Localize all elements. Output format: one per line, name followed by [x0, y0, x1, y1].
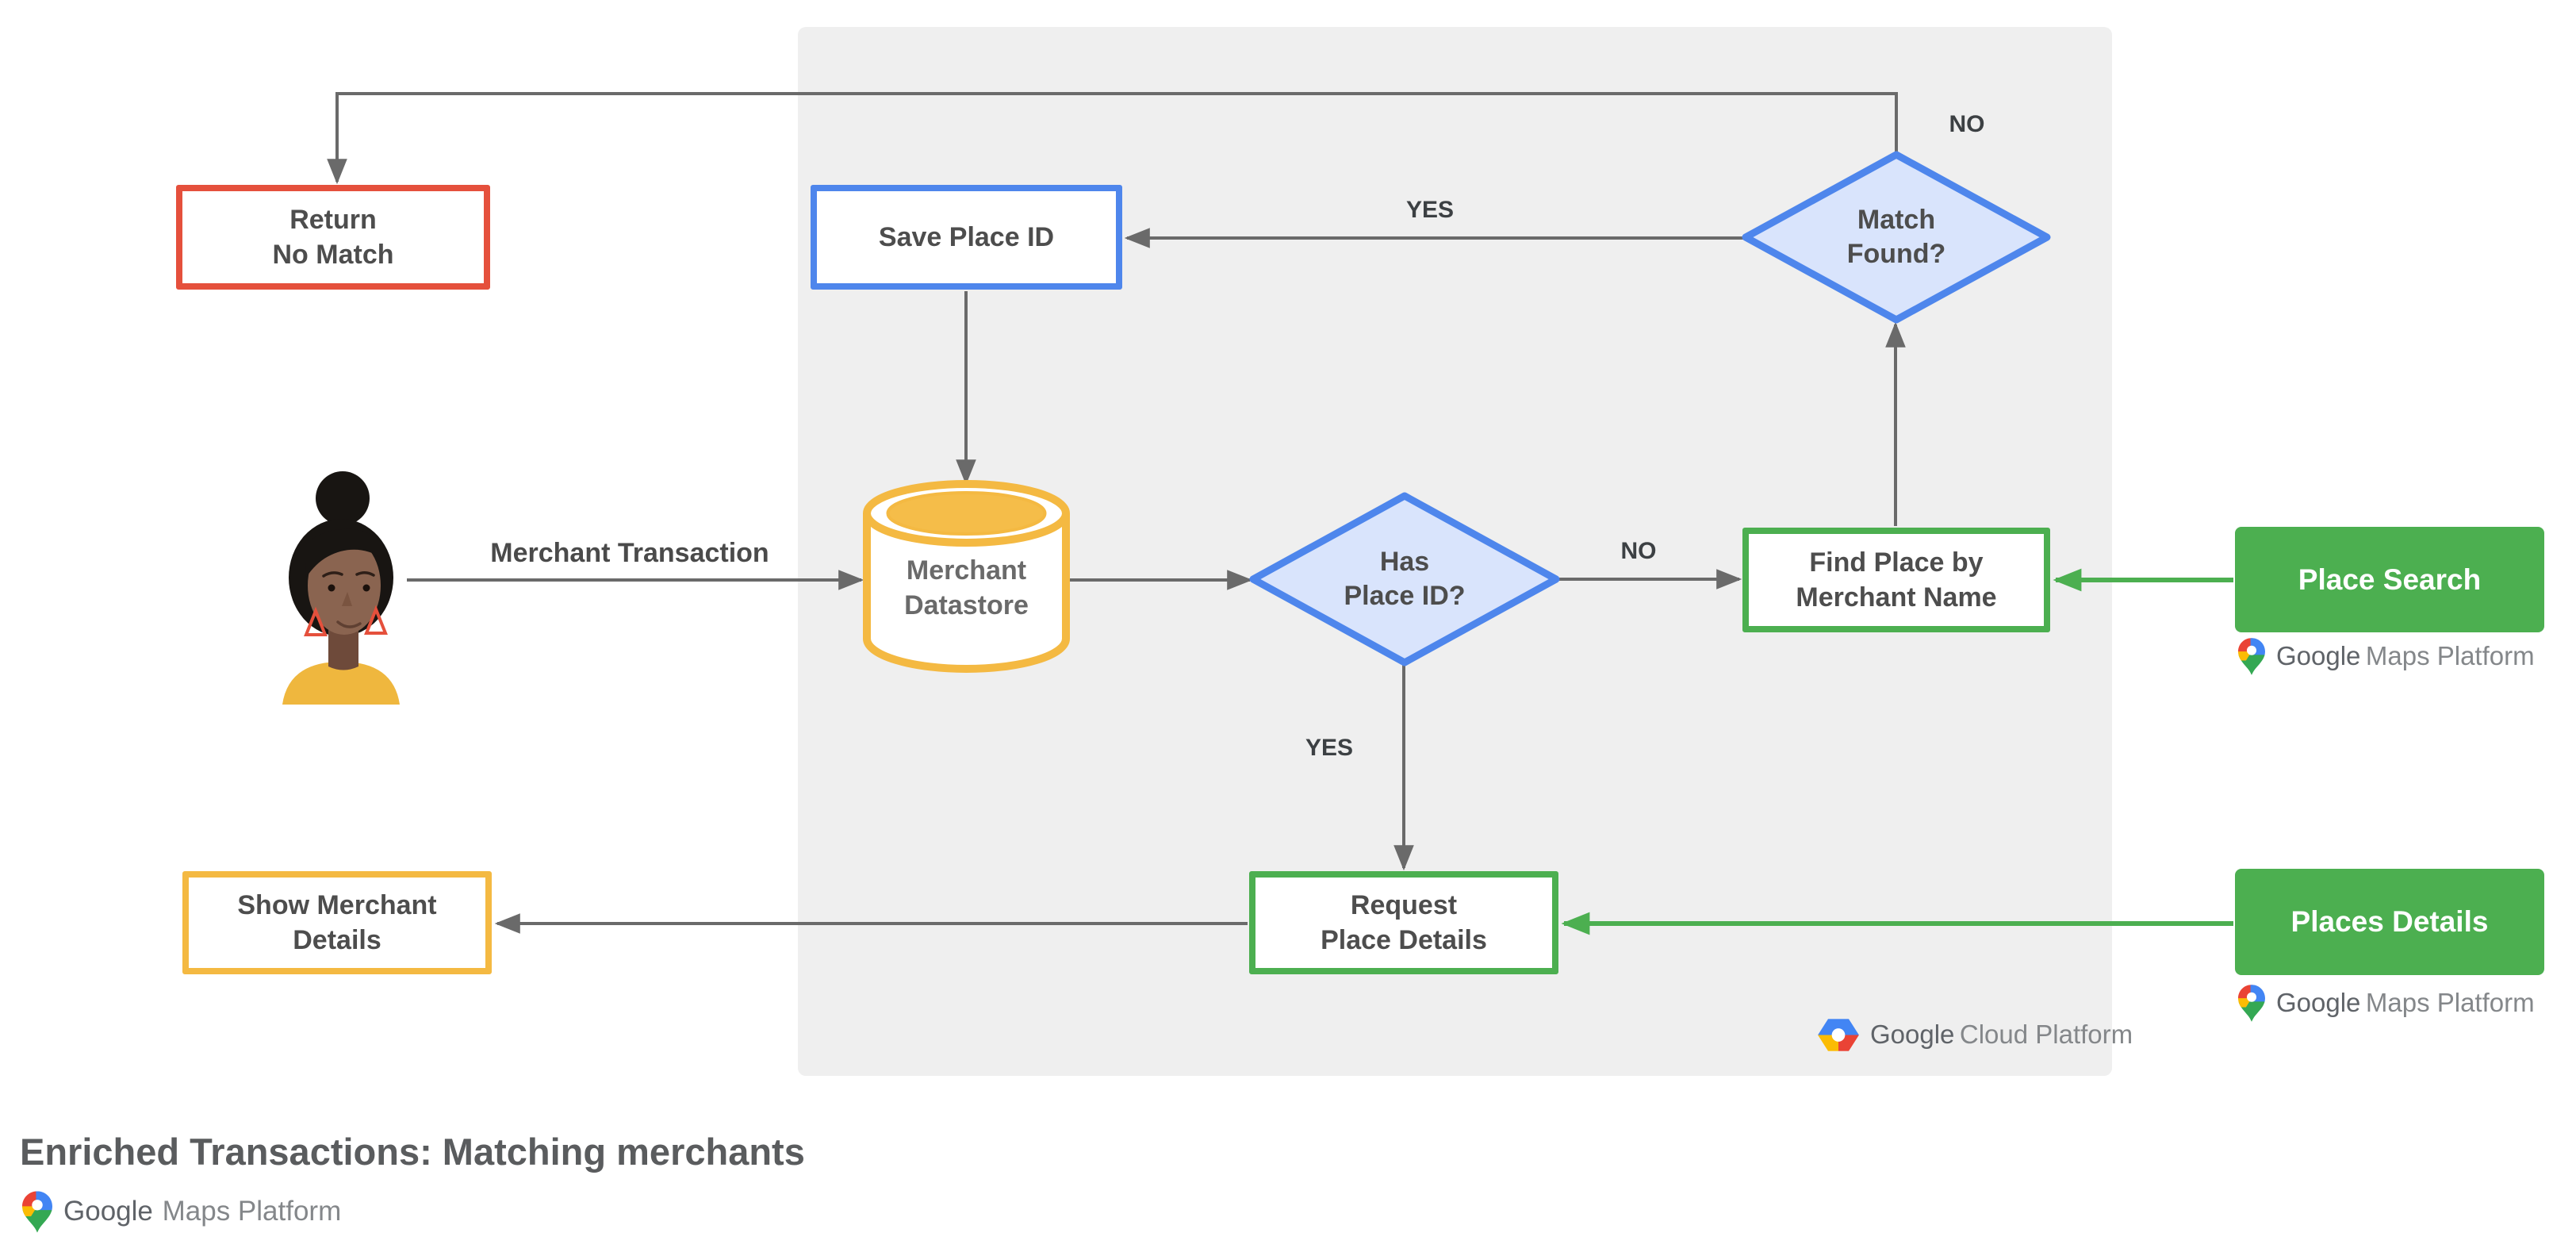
diagram-title: Enriched Transactions: Matching merchant… — [20, 1131, 805, 1173]
node-request-place-details: Request Place Details — [1249, 871, 1558, 974]
logo-google-word: Google — [1870, 1020, 1955, 1049]
person-icon — [282, 471, 400, 705]
merchant-transaction-label: Merchant Transaction — [490, 538, 769, 568]
cloud-hexagon-icon — [1818, 1018, 1859, 1051]
node-find-place-by-merchant-name: Find Place by Merchant Name — [1742, 528, 2050, 632]
node-label-line: Merchant — [906, 555, 1027, 586]
diamond-shape — [1249, 492, 1560, 666]
node-label-line: No Match — [272, 240, 394, 270]
node-match-found: Match Found? — [1739, 148, 2053, 326]
maps-platform-logo-footer: Google Maps Platform — [22, 1189, 341, 1235]
maps-platform-logo: Google Maps Platform — [2238, 982, 2535, 1023]
api-places-details: Places Details — [2235, 869, 2544, 975]
edge-label-yes: YES — [1405, 197, 1455, 223]
node-label-line: Datastore — [904, 590, 1029, 620]
maps-pin-icon — [2238, 984, 2265, 1022]
node-label-line: Request — [1350, 890, 1458, 920]
edge-label-yes: YES — [1305, 735, 1354, 761]
maps-pin-icon — [2238, 637, 2265, 675]
api-place-search: Place Search — [2235, 527, 2544, 632]
edge-label-no: NO — [1949, 111, 1985, 137]
node-label-line: Merchant Name — [1796, 582, 1997, 613]
diamond-shape — [1742, 151, 2051, 324]
edge-label-no: NO — [1620, 538, 1657, 564]
node-label-line: Return — [289, 205, 377, 235]
node-label-line: Details — [293, 925, 381, 955]
logo-maps-platform-word: Maps Platform — [162, 1196, 342, 1227]
node-label-line: Found? — [1846, 239, 1946, 269]
node-label-line: Place Details — [1321, 925, 1487, 955]
logo-google-word: Google — [63, 1196, 153, 1227]
customer-avatar — [276, 467, 406, 705]
logo-maps-platform-word: Maps Platform — [2365, 641, 2535, 670]
node-merchant-datastore: Merchant Datastore — [860, 480, 1073, 675]
node-has-place-id: Has Place ID? — [1247, 490, 1562, 669]
maps-pin-icon — [22, 1190, 52, 1233]
logo-google-word: Google — [2276, 988, 2361, 1017]
cloud-platform-logo: Google Cloud Platform — [1818, 1016, 2133, 1053]
node-label-line: Find Place by — [1809, 547, 1984, 578]
api-label: Place Search — [2298, 563, 2482, 596]
logo-google-word: Google — [2276, 641, 2361, 670]
database-cylinder-icon — [863, 480, 1070, 673]
node-label-line: Has — [1379, 547, 1430, 577]
api-label: Places Details — [2290, 905, 2489, 938]
node-label-line: Save Place ID — [878, 222, 1055, 252]
node-label-line: Show Merchant — [237, 890, 437, 920]
maps-platform-logo: Google Maps Platform — [2238, 636, 2535, 677]
node-return-no-match: Return No Match — [176, 185, 490, 290]
node-save-place-id: Save Place ID — [811, 185, 1122, 290]
node-label-line: Match — [1857, 205, 1936, 235]
node-label-line: Place ID? — [1344, 581, 1466, 611]
node-show-merchant-details: Show Merchant Details — [182, 871, 492, 974]
logo-cloud-platform-word: Cloud Platform — [1959, 1020, 2133, 1049]
logo-maps-platform-word: Maps Platform — [2365, 988, 2535, 1017]
